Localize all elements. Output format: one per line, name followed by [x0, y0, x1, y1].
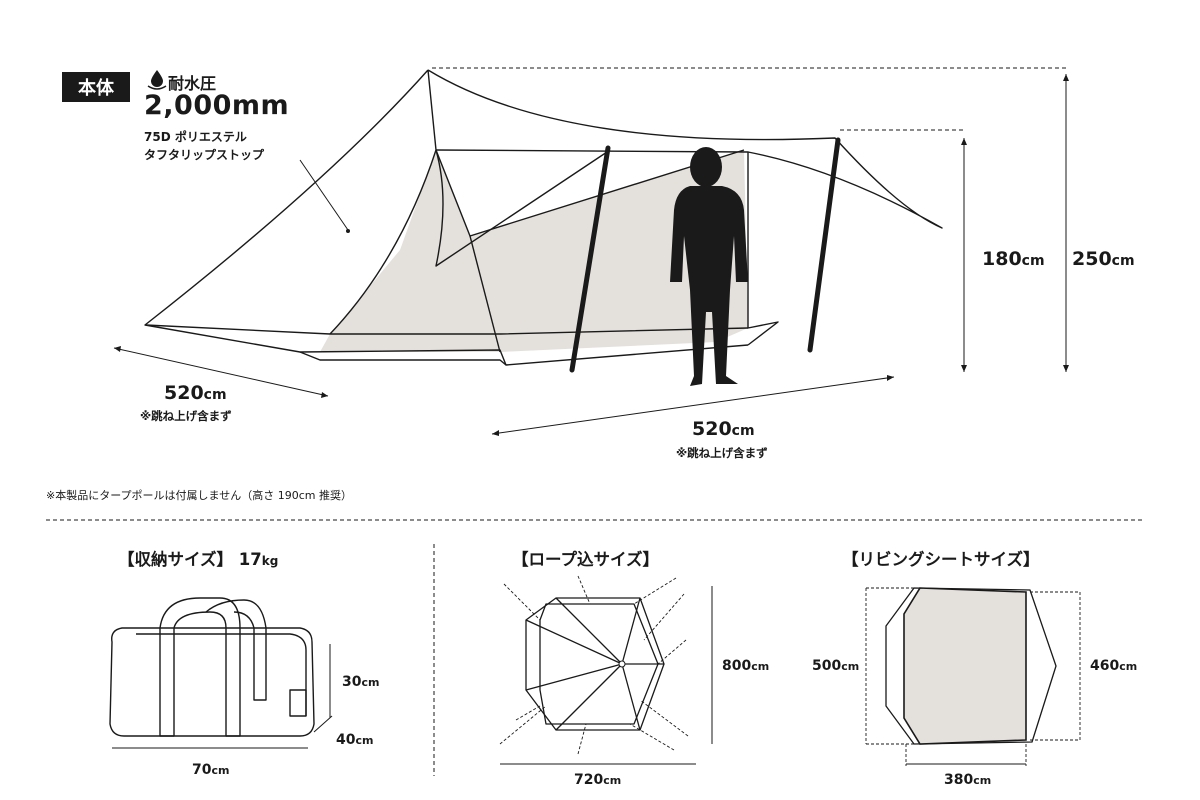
footnote: ※本製品にタープポールは付属しません（高さ 190cm 推奨）	[46, 489, 352, 502]
total-height-dimension: 250cm	[1072, 248, 1135, 270]
water-drop-icon	[147, 70, 167, 90]
width-note: ※跳ね上げ含まず	[676, 446, 768, 460]
rope-title: 【ロープ込サイズ】	[512, 550, 660, 569]
inner-height-dimension: 180cm	[982, 248, 1045, 270]
pole-right	[807, 137, 841, 353]
width-dimension: 520cm	[692, 418, 755, 440]
depth-dim-line	[113, 347, 329, 397]
material-line-2: タフタリップストップ	[144, 148, 265, 162]
tent-inner-wall	[320, 150, 748, 352]
tent-flap-inner	[435, 149, 611, 267]
width-dim-line	[491, 376, 895, 435]
living-sheet-area	[903, 587, 1027, 745]
storage-height: 30cm	[342, 674, 380, 690]
tent-fly-ridge	[427, 69, 943, 229]
tent-fly-left	[144, 69, 749, 366]
living-sheet-width: 380cm	[944, 772, 992, 788]
person-silhouette	[670, 147, 748, 386]
main-body-badge: 本体	[62, 72, 130, 102]
waterproof-label: 耐水圧	[168, 74, 217, 93]
waterproof-value: 2,000mm	[144, 90, 290, 121]
material-line-1: 75D ポリエステル	[144, 130, 247, 144]
depth-note: ※跳ね上げ含まず	[140, 409, 232, 423]
living-sheet-outer: 500cm	[812, 658, 860, 674]
rope-width: 720cm	[574, 772, 622, 788]
storage-width: 70cm	[192, 762, 230, 778]
living-sheet-title: 【リビングシートサイズ】	[842, 550, 1040, 569]
living-sheet-inner: 460cm	[1090, 658, 1138, 674]
rope-height: 800cm	[722, 658, 770, 674]
pole-left	[569, 145, 611, 373]
depth-dimension: 520cm	[164, 382, 227, 404]
storage-title: 【収納サイズ】 17kg	[118, 550, 279, 569]
storage-depth: 40cm	[336, 732, 374, 748]
